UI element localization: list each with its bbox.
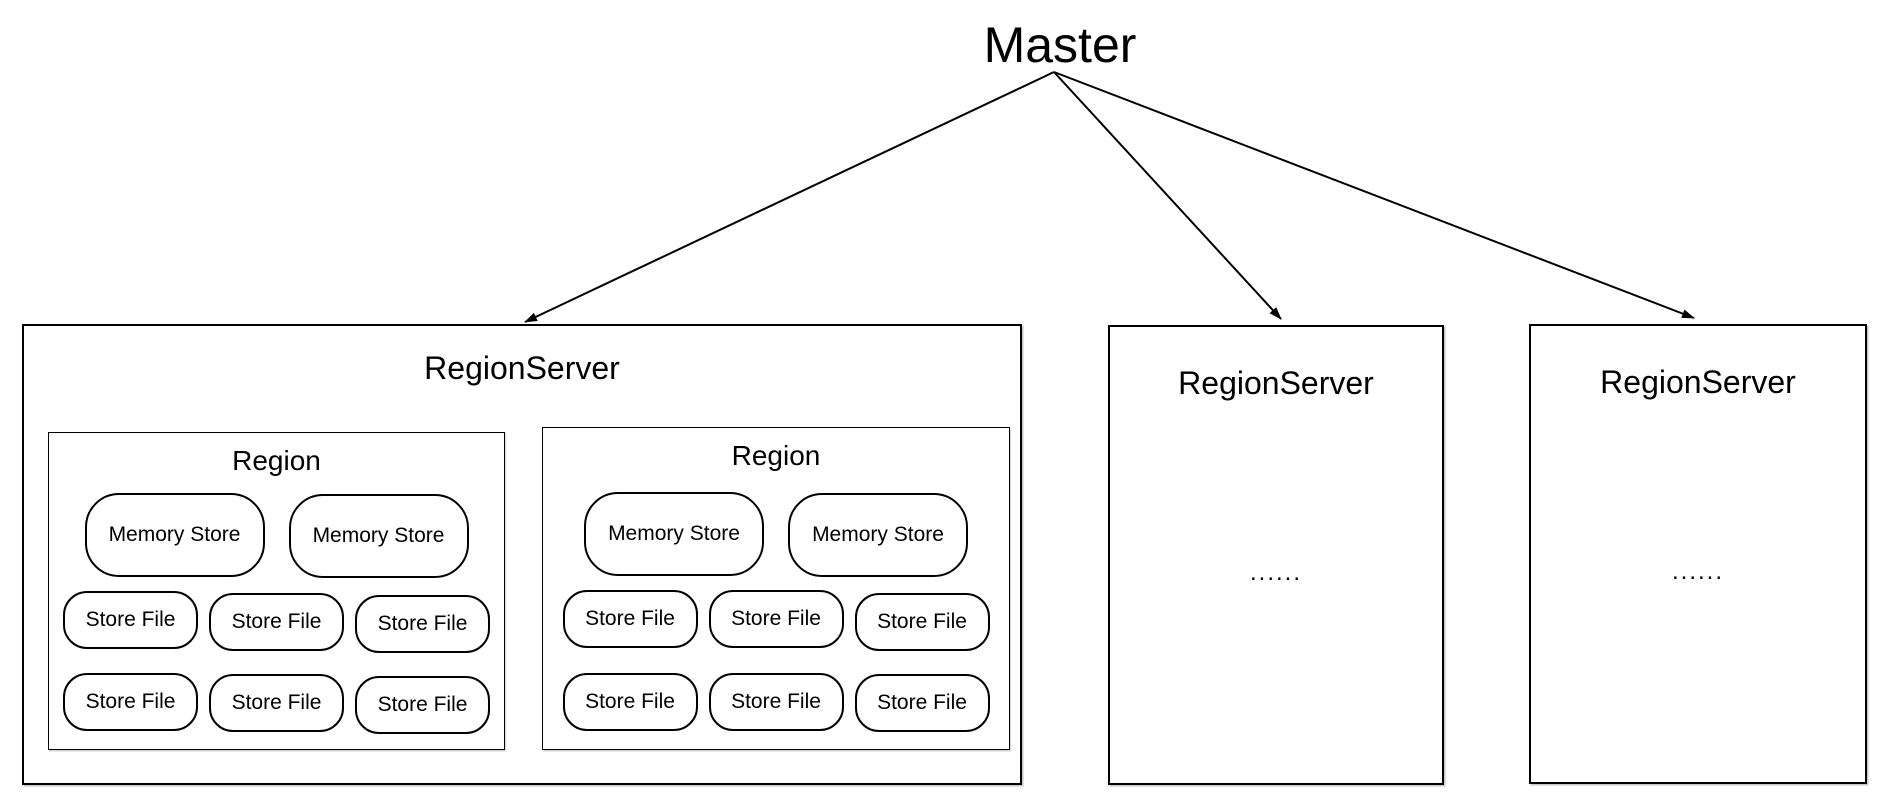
arrow-master-to-regionserver-2 [1053,71,1282,320]
store-file-box: Store File [355,595,490,653]
store-file-box: Store File [63,673,198,731]
store-file-box: Store File [562,673,698,731]
store-file-box: Store File [562,590,698,648]
regionserver-label: RegionServer [1600,364,1796,400]
store-file-box: Store File [355,676,490,734]
ellipsis-text: ...... [1671,558,1724,585]
arrow-master-to-regionserver-3 [1053,71,1695,319]
memory-store-box: Memory Store [84,493,265,577]
memory-store-box: Memory Store [288,494,469,578]
arrow-master-to-regionserver-1 [524,71,1055,323]
store-file-box: Store File [209,593,344,651]
store-file-row: Store File Store File Store File [49,673,504,734]
memory-store-box: Memory Store [584,492,764,576]
master-node-label: Master [983,17,1137,73]
memory-store-row: Memory Store Memory Store [49,493,504,578]
region-label: Region [731,440,821,471]
memory-store-row: Memory Store Memory Store [543,492,1009,577]
store-file-row: Store File Store File Store File [543,673,1009,732]
regionserver-label: RegionServer [1178,365,1374,401]
region-box-2: Region Memory Store Memory Store Store F… [542,427,1010,750]
store-file-box: Store File [63,591,198,649]
regionserver-box-3: RegionServer ...... [1529,324,1867,784]
regionserver-box-2: RegionServer ...... [1108,325,1444,785]
store-file-box: Store File [708,673,844,731]
store-file-box: Store File [854,593,990,651]
store-file-box: Store File [209,674,344,732]
region-box-1: Region Memory Store Memory Store Store F… [48,432,505,750]
regionserver-label: RegionServer [424,350,620,386]
memory-store-box: Memory Store [788,493,968,577]
store-file-box: Store File [708,590,844,648]
ellipsis-text: ...... [1249,559,1302,586]
region-label: Region [232,445,321,476]
store-file-row: Store File Store File Store File [543,590,1009,651]
store-file-row: Store File Store File Store File [49,591,504,653]
store-file-box: Store File [854,674,990,732]
regionserver-box-1: RegionServer Region Memory Store Memory … [22,324,1022,785]
